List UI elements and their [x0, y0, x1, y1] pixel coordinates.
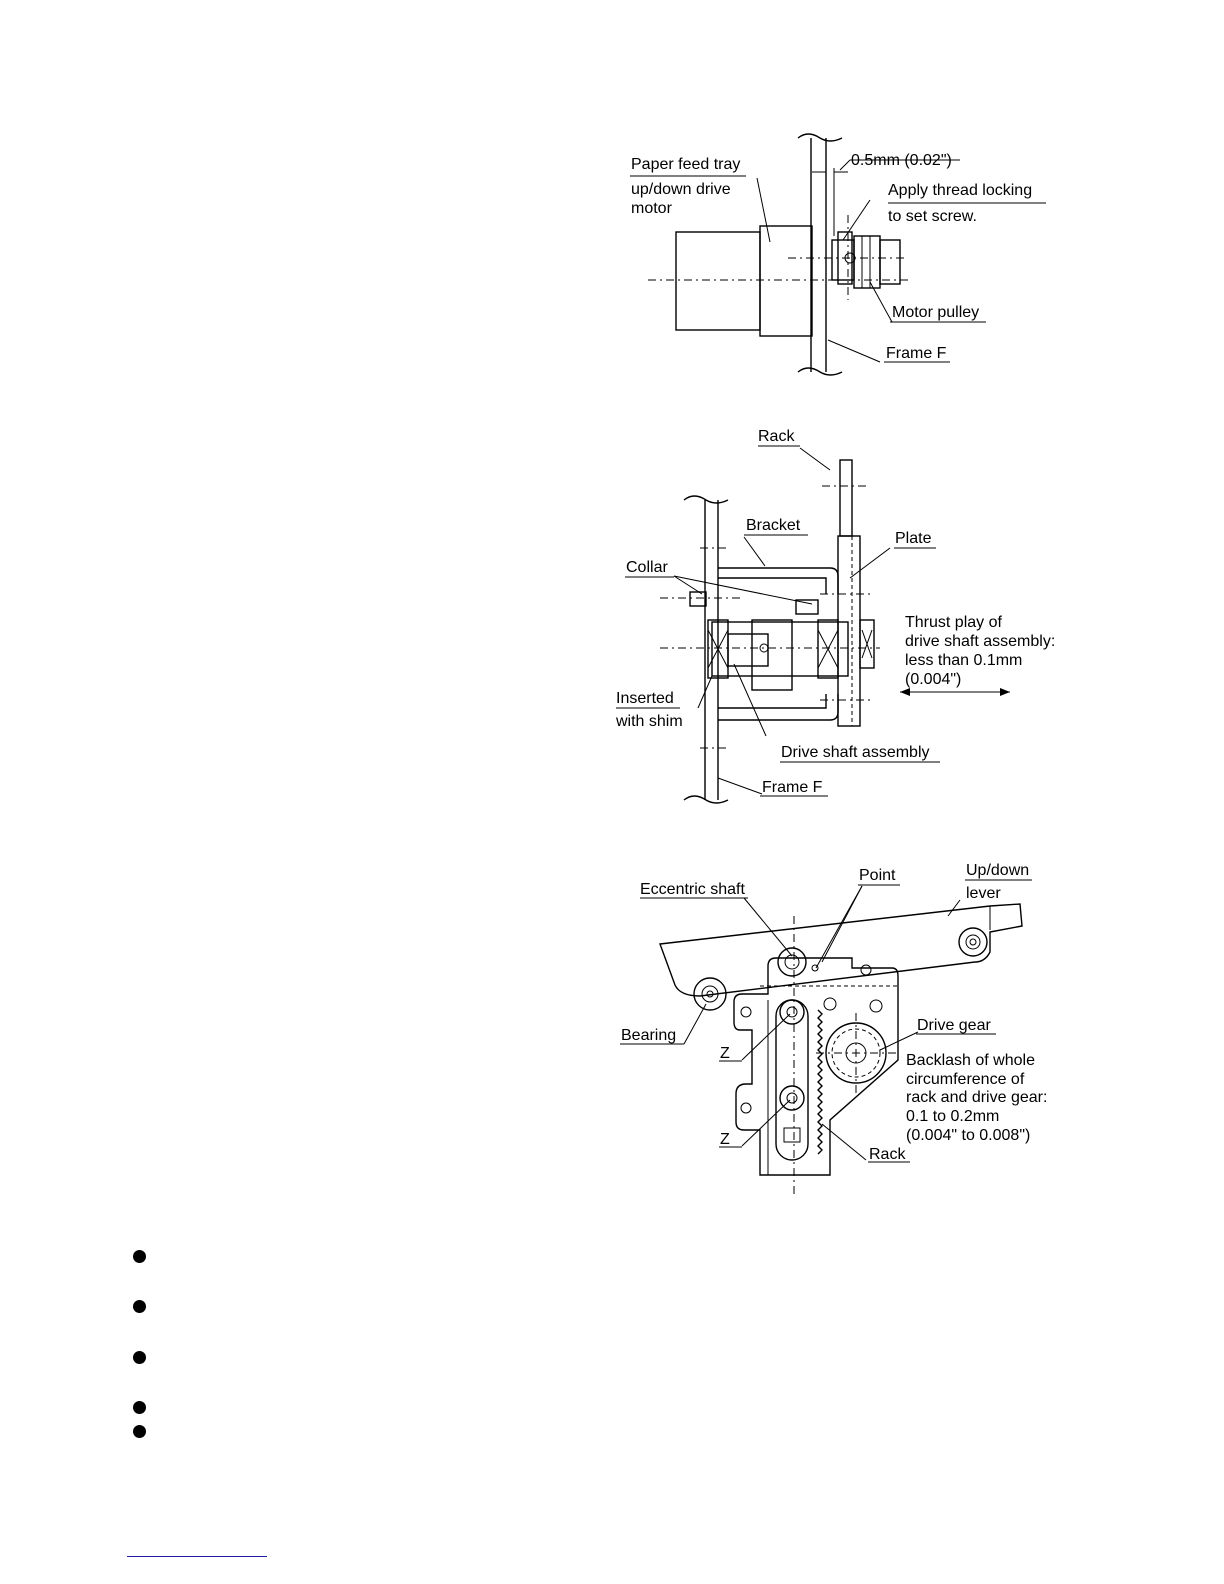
- bullet-5: [133, 1425, 146, 1438]
- label-thread-1: Apply thread locking: [888, 182, 1032, 199]
- label-rack-top: Rack: [758, 428, 795, 445]
- label-lever-2: lever: [966, 885, 1001, 902]
- label-drive-gear: Drive gear: [917, 1017, 991, 1034]
- figure-motor-pulley: [630, 133, 1046, 376]
- figure-drive-shaft: [616, 445, 1010, 804]
- label-thrust-1: Thrust play of: [905, 614, 1002, 631]
- bullet-1: [133, 1250, 146, 1263]
- label-z-lower: Z: [720, 1131, 730, 1148]
- label-thread-2: to set screw.: [888, 208, 977, 225]
- label-motor-1: Paper feed tray: [631, 156, 740, 173]
- label-backlash-4: 0.1 to 0.2mm: [906, 1108, 999, 1125]
- bullet-4: [133, 1401, 146, 1414]
- label-gap: 0.5mm (0.02"): [851, 152, 952, 169]
- figure1-labels: Paper feed tray up/down drive motor 0.5m…: [631, 152, 1032, 362]
- figure-rack-gear: [620, 879, 1032, 1198]
- label-frame-f: Frame F: [886, 345, 947, 362]
- label-motor-3: motor: [631, 200, 673, 217]
- figure2-labels: Rack Bracket Plate Collar Thrust play of…: [615, 428, 1055, 796]
- label-collar: Collar: [626, 559, 668, 576]
- label-inserted-2: with shim: [615, 713, 683, 730]
- label-motor-pulley: Motor pulley: [892, 304, 979, 321]
- label-z-upper: Z: [720, 1045, 730, 1062]
- label-eccentric-shaft: Eccentric shaft: [640, 881, 745, 898]
- label-backlash-1: Backlash of whole: [906, 1052, 1035, 1069]
- label-backlash-3: rack and drive gear:: [906, 1089, 1047, 1106]
- label-inserted-1: Inserted: [616, 690, 674, 707]
- bullet-2: [133, 1300, 146, 1313]
- label-lever-1: Up/down: [966, 862, 1029, 879]
- label-thrust-3: less than 0.1mm: [905, 652, 1022, 669]
- label-drive-shaft: Drive shaft assembly: [781, 744, 930, 761]
- label-point: Point: [859, 867, 896, 884]
- label-frame-f2: Frame F: [762, 779, 823, 796]
- label-backlash-5: (0.004" to 0.008"): [906, 1127, 1030, 1144]
- footer-link-underline[interactable]: [127, 1556, 267, 1557]
- label-rack-bottom: Rack: [869, 1146, 906, 1163]
- bullet-3: [133, 1351, 146, 1364]
- label-thrust-4: (0.004"): [905, 671, 961, 688]
- label-motor-2: up/down drive: [631, 181, 731, 198]
- figure3-labels: Eccentric shaft Point Up/down lever Bear…: [621, 862, 1047, 1163]
- label-backlash-2: circumference of: [906, 1071, 1025, 1088]
- label-bearing: Bearing: [621, 1027, 676, 1044]
- label-plate: Plate: [895, 530, 932, 547]
- label-thrust-2: drive shaft assembly:: [905, 633, 1055, 650]
- label-bracket: Bracket: [746, 517, 801, 534]
